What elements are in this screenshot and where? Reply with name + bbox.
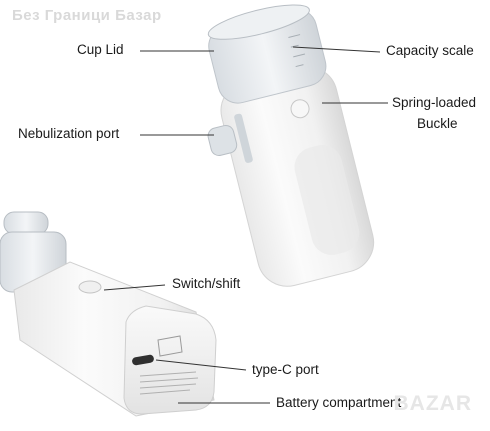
cup-lid (207, 4, 310, 40)
label-nebulization-port: Nebulization port (18, 126, 120, 141)
spec-text-lines (139, 371, 199, 395)
type-c-port-line (155, 359, 247, 371)
callout-lines (103, 46, 388, 404)
capacity-scale-line (292, 46, 381, 53)
upright-nebulizer (207, 4, 375, 287)
switch-shift-line (103, 284, 166, 291)
label-type-c-port: type-C port (252, 362, 319, 377)
label-cup-lid: Cup Lid (77, 42, 124, 57)
spring-buckle (290, 99, 310, 119)
port-collar (234, 113, 253, 163)
nebulization-port (207, 124, 238, 157)
type-c-port (132, 354, 154, 366)
switch-button (78, 280, 102, 294)
lying-nebulizer (0, 211, 217, 417)
mouthpiece (3, 211, 49, 235)
battery-latch (157, 335, 183, 357)
watermark: Без Граници Базар (12, 7, 162, 24)
body-groove (294, 145, 360, 255)
label-switch-shift: Switch/shift (172, 276, 241, 291)
label-battery-compartment: Battery compartment (276, 395, 402, 410)
label-spring-loaded: Spring-loaded (392, 95, 477, 110)
bazar-logo: BAZAR (393, 392, 472, 415)
label-capacity-scale: Capacity scale (386, 43, 474, 58)
capacity-scale-ticks (288, 34, 306, 68)
label-buckle: Buckle (417, 116, 458, 131)
